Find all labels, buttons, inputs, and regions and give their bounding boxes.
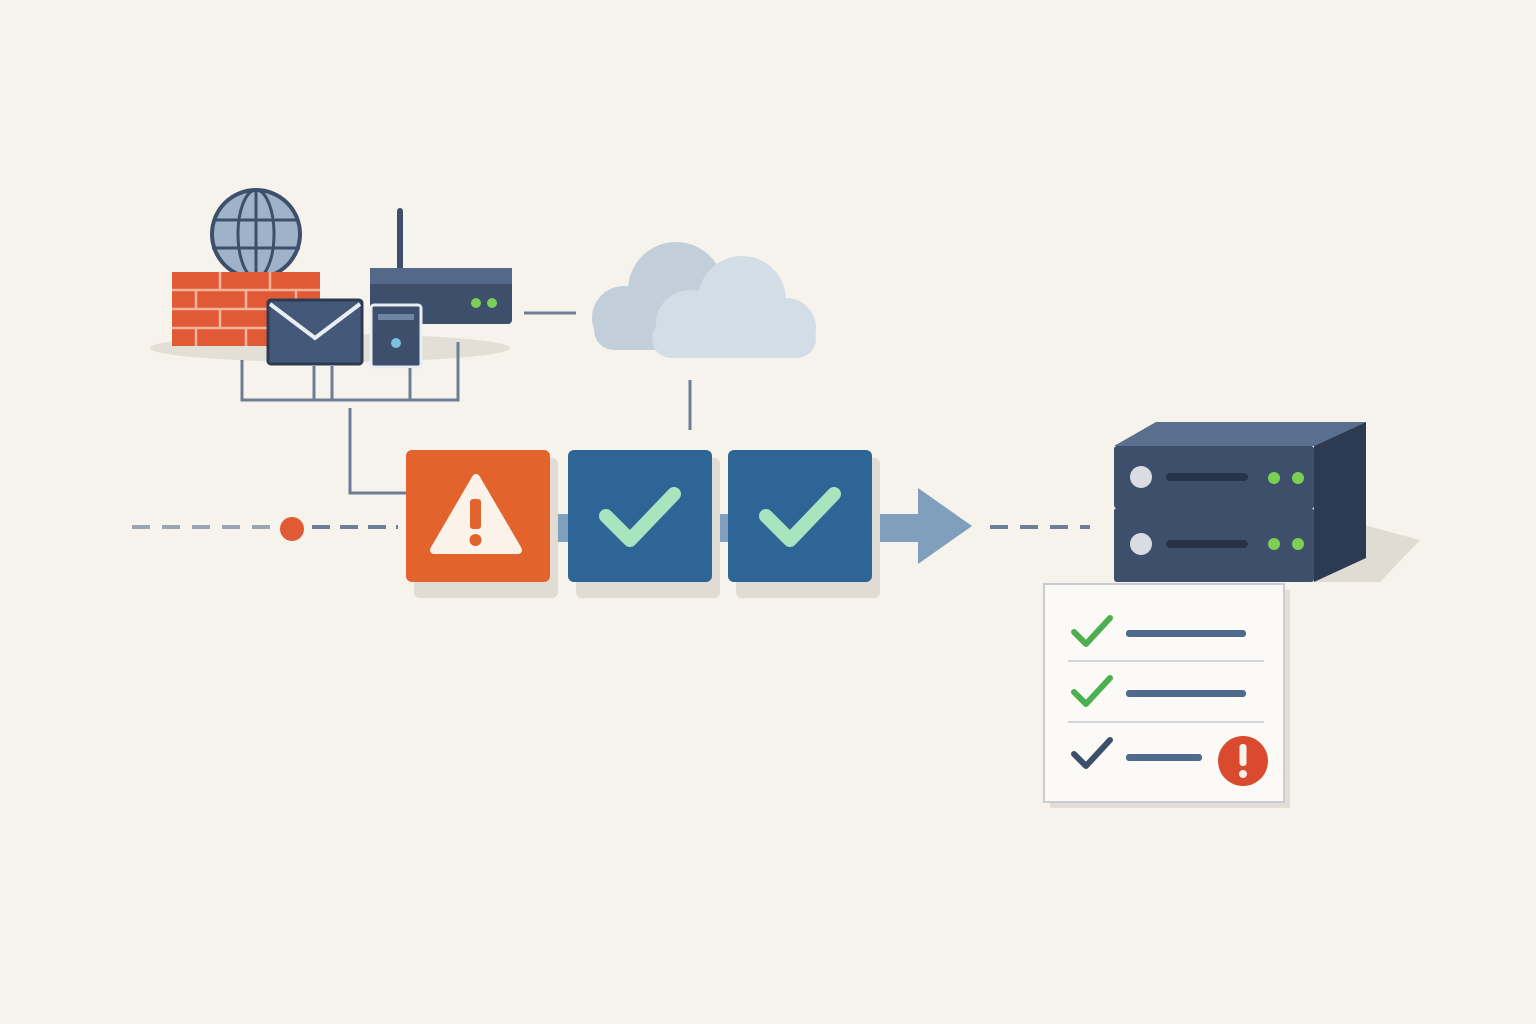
server-led bbox=[1268, 538, 1280, 550]
check-icon bbox=[599, 487, 681, 547]
pipeline-stage-passed bbox=[728, 450, 872, 582]
wiring-bus bbox=[240, 342, 460, 495]
server-power-button bbox=[1130, 466, 1152, 488]
checklist-item bbox=[1071, 675, 1246, 707]
globe-icon bbox=[210, 188, 302, 280]
checklist-item bbox=[1071, 615, 1246, 647]
checklist-line bbox=[1126, 630, 1246, 637]
checklist-line bbox=[1126, 690, 1246, 697]
server-power-button bbox=[1130, 533, 1152, 555]
warning-icon bbox=[430, 474, 522, 554]
check-icon bbox=[759, 487, 841, 547]
cloud-icon bbox=[592, 242, 816, 430]
arrow-right-icon bbox=[918, 488, 972, 564]
server-led bbox=[1292, 538, 1304, 550]
server-stack-icon bbox=[1114, 422, 1420, 582]
checklist-card bbox=[1043, 583, 1290, 808]
router-led bbox=[487, 298, 497, 308]
router-antenna bbox=[397, 208, 403, 274]
envelope-icon bbox=[266, 298, 364, 366]
check-icon bbox=[1071, 737, 1113, 769]
pipeline-stages bbox=[406, 450, 880, 598]
checklist-line bbox=[1126, 754, 1202, 761]
server-tower-icon bbox=[369, 303, 423, 369]
source-cluster bbox=[150, 188, 576, 495]
server-unit bbox=[1114, 422, 1366, 508]
alert-icon bbox=[1218, 736, 1268, 786]
checklist-item bbox=[1071, 736, 1268, 786]
pipeline-stage-passed bbox=[568, 450, 712, 582]
pipeline-stage-warning bbox=[406, 450, 550, 582]
router-led bbox=[471, 298, 481, 308]
check-icon bbox=[1071, 675, 1113, 707]
server-led bbox=[1268, 472, 1280, 484]
server-led bbox=[1292, 472, 1304, 484]
entry-point-dot bbox=[280, 517, 304, 541]
check-icon bbox=[1071, 615, 1113, 647]
